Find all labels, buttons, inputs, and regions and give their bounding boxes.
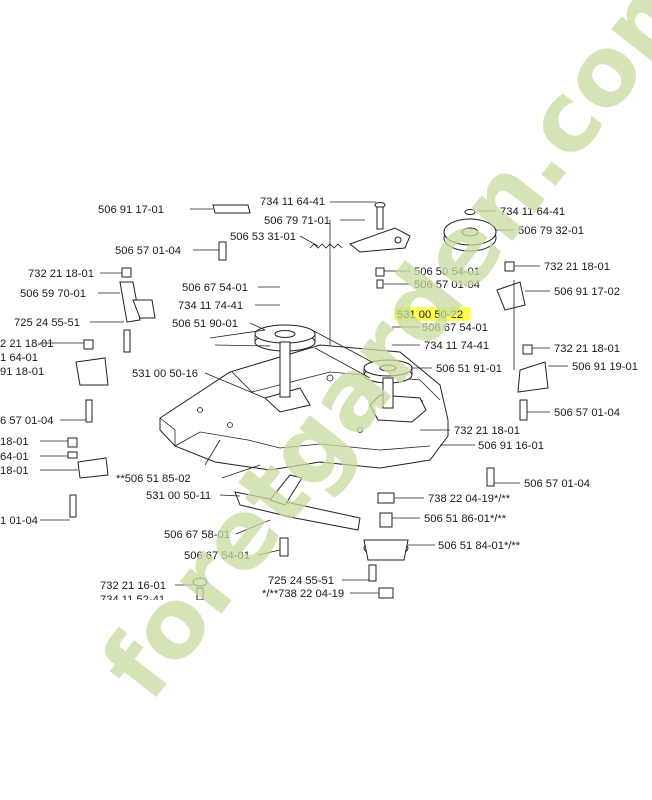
part-label: 732 21 18-01 [28,268,94,280]
part-label: 725 24 55-51 [14,317,80,329]
part-label: 506 67 54-01 [422,322,488,334]
part-label: 506 67 54-01 [184,550,250,562]
part-label: 734 11 64-41 [500,206,565,218]
part-label: 506 57 01-04 [115,245,181,257]
part-label: **506 51 85-02 [116,473,191,485]
part-label: 506 67 58-01 [164,529,230,541]
brackets [67,204,549,518]
part-label: 732 21 18-01 [544,261,610,273]
part-label: 506 91 19-01 [572,361,638,373]
blade [192,474,361,601]
part-label: 506 57 01-04 [554,407,620,419]
part-label: 506 51 84-01*/** [438,540,521,552]
part-label: 506 50 54-01 [414,266,480,278]
belt [209,329,373,379]
part-label: 506 57 01-04 [524,478,590,490]
spindle-assembly [363,467,495,599]
part-highlight [394,307,471,321]
part-label: 506 53 31-01 [230,231,296,243]
part-label: 506 91 17-01 [98,204,164,216]
part-label: 506 59 70-01 [20,288,86,300]
leader-lines [40,201,568,594]
part-label: 732 21 18-01 [454,425,520,437]
part-label: 732 21 16-01 [100,580,166,592]
part-label: 506 91 16-01 [478,440,544,452]
part-label: 506 51 90-01 [172,318,238,330]
part-label: 734 11 74-41 [178,300,243,312]
pulley-top-right [443,209,497,252]
part-label: 734 11 74-41 [424,340,489,352]
part-label: 531 00 50-16 [132,368,198,380]
part-label: 506 79 71-01 [264,215,330,227]
part-label: 738 22 04-19*/** [428,493,511,505]
part-label: 506 51 91-01 [436,363,502,375]
pulley-right [363,359,413,409]
part-label: 506 91 17-02 [554,286,620,298]
part-label: 18-01 [0,465,29,477]
part-label: */**738 22 04-19 [262,588,344,600]
part-label: 506 79 32-01 [518,225,584,237]
part-label: 64-01 [0,451,29,463]
part-label: 6 57 01-04 [0,415,54,427]
part-label: 531 00 50-11 [146,490,211,502]
part-label: 725 24 55-51 [268,575,334,587]
part-label: 1 01-04 [0,515,38,527]
part-label: 506 57 01-04 [414,279,480,291]
pulley-left [254,324,316,398]
part-label: 2 21 18-01 [0,338,54,350]
highlighted-part-label: 531 00 50-22 [397,309,463,321]
part-label: 506 51 86-01*/** [424,513,507,525]
part-label: 1 64-01 [0,352,38,364]
part-label: 734 11 64-41 [260,196,325,208]
part-label: 91 18-01 [0,366,44,378]
part-label: 18-01 [0,436,29,448]
part-label: 732 21 18-01 [554,343,620,355]
part-label: 506 67 54-01 [182,282,248,294]
tension-arm [309,202,411,289]
